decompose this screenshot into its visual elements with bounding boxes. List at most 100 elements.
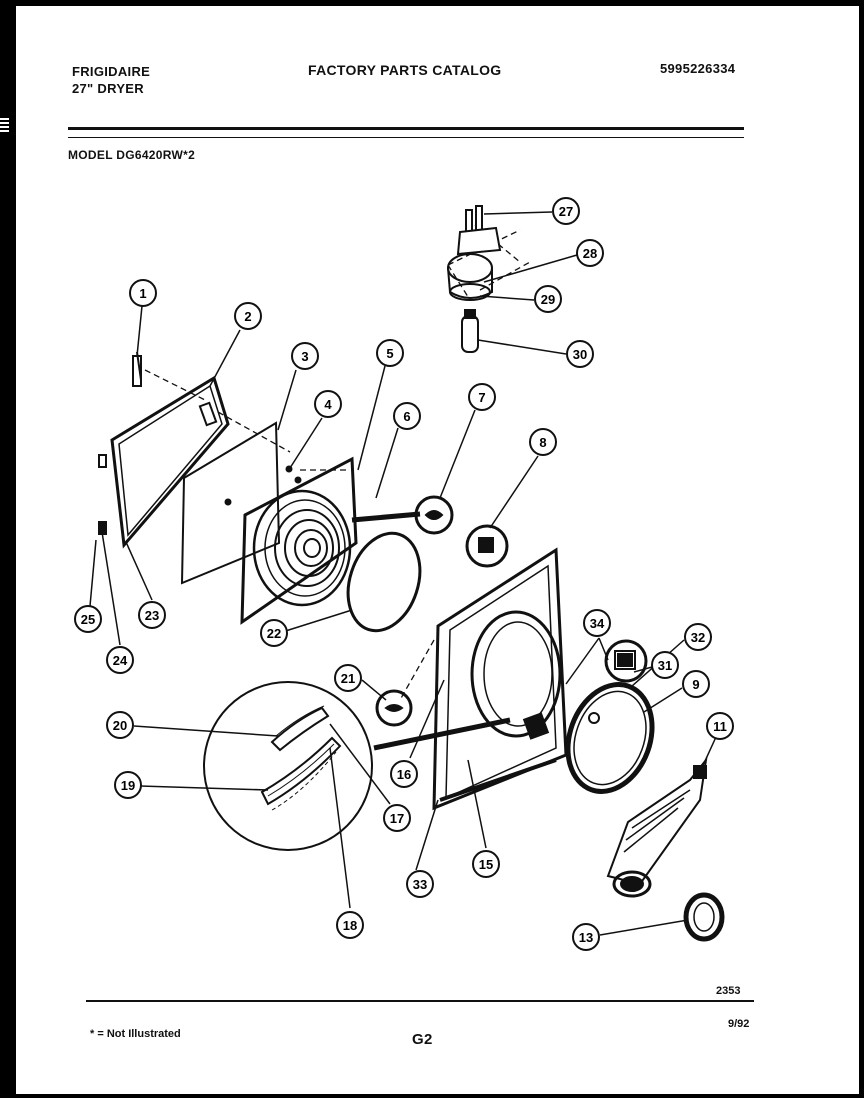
- callout-label: 3: [301, 349, 308, 364]
- callout-label: 22: [267, 626, 281, 641]
- callout-23: 23: [138, 601, 166, 629]
- product-name: 27" DRYER: [72, 81, 144, 96]
- callout-label: 8: [539, 435, 546, 450]
- callout-label: 1: [139, 286, 146, 301]
- callout-circle: [138, 601, 166, 629]
- callout-9: 9: [682, 670, 710, 698]
- page-number: G2: [412, 1031, 433, 1048]
- callout-label: 23: [145, 608, 159, 623]
- callout-circle: [529, 428, 557, 456]
- callout-label: 29: [541, 292, 555, 307]
- callout-label: 33: [413, 877, 427, 892]
- part-9-seal: [565, 682, 655, 794]
- callout-2: 2: [234, 302, 262, 330]
- callout-circle: [291, 342, 319, 370]
- callout-label: 32: [691, 630, 705, 645]
- detail-parts-17-20: [260, 705, 342, 811]
- scan-border-left: [0, 0, 16, 1098]
- catalog-title: FACTORY PARTS CATALOG: [308, 62, 502, 78]
- callout-label: 30: [573, 347, 587, 362]
- not-illustrated-legend: * = Not Illustrated: [90, 1028, 181, 1040]
- callout-circle: [472, 850, 500, 878]
- callout-17: 17: [383, 804, 411, 832]
- part-7-hinge: [414, 495, 454, 535]
- catalog-number: 5995226334: [660, 61, 736, 76]
- callout-layer: 1234567891113151617181920212223242527282…: [74, 197, 734, 951]
- callout-label: 18: [343, 918, 357, 933]
- callout-circle: [383, 804, 411, 832]
- part-22-ring: [346, 531, 422, 633]
- part-5-door-liner: [240, 456, 358, 625]
- brand-name: FRIGIDAIRE: [72, 64, 151, 79]
- callout-34: 34: [583, 609, 611, 637]
- part-3-inner-sheet: [180, 421, 281, 585]
- callout-25: 25: [74, 605, 102, 633]
- part-1-clip: [132, 351, 142, 387]
- callout-22: 22: [260, 619, 288, 647]
- callout-circle: [106, 711, 134, 739]
- callout-label: 4: [324, 397, 332, 412]
- callout-8: 8: [529, 428, 557, 456]
- callout-circle: [651, 651, 679, 679]
- part-27-30-switch-assembly: [447, 205, 502, 353]
- scan-border-top: [0, 0, 864, 6]
- detail-zoom-circle: [203, 681, 373, 851]
- callout-4: 4: [314, 390, 342, 418]
- part-31-bracket: [604, 639, 648, 683]
- callout-13: 13: [572, 923, 600, 951]
- callout-circle: [260, 619, 288, 647]
- callout-circle: [129, 279, 157, 307]
- callout-circle: [234, 302, 262, 330]
- callout-circle: [552, 197, 580, 225]
- callout-33: 33: [406, 870, 434, 898]
- callout-circle: [334, 664, 362, 692]
- drawing-number: 2353: [716, 985, 741, 997]
- callout-circle: [74, 605, 102, 633]
- callout-11: 11: [706, 712, 734, 740]
- callout-circle: [376, 339, 404, 367]
- callout-label: 25: [81, 612, 95, 627]
- callout-27: 27: [552, 197, 580, 225]
- callout-32: 32: [684, 623, 712, 651]
- callout-label: 6: [403, 409, 410, 424]
- callout-label: 13: [579, 930, 593, 945]
- callout-circle: [114, 771, 142, 799]
- callout-circle: [314, 390, 342, 418]
- callout-28: 28: [576, 239, 604, 267]
- callout-circle: [106, 646, 134, 674]
- callout-circle: [390, 760, 418, 788]
- callout-circle: [468, 383, 496, 411]
- scan-border-right: [859, 0, 864, 1098]
- callout-circle: [576, 239, 604, 267]
- callout-21: 21: [334, 664, 362, 692]
- callout-label: 5: [386, 346, 393, 361]
- callout-7: 7: [468, 383, 496, 411]
- callout-15: 15: [472, 850, 500, 878]
- callout-label: 28: [583, 246, 597, 261]
- model-number: MODEL DG6420RW*2: [68, 148, 196, 162]
- callout-30: 30: [566, 340, 594, 368]
- callout-19: 19: [114, 771, 142, 799]
- callout-16: 16: [390, 760, 418, 788]
- callout-circle: [684, 623, 712, 651]
- callout-20: 20: [106, 711, 134, 739]
- callout-6: 6: [393, 402, 421, 430]
- callout-24: 24: [106, 646, 134, 674]
- callout-circle: [566, 340, 594, 368]
- callout-label: 17: [390, 811, 404, 826]
- part-2-door-panel: [98, 375, 230, 549]
- callout-31: 31: [651, 651, 679, 679]
- callout-circle: [572, 923, 600, 951]
- callout-circle: [393, 402, 421, 430]
- callout-label: 24: [113, 653, 128, 668]
- callout-label: 34: [590, 616, 605, 631]
- header-rule-bottom: [68, 137, 744, 138]
- callout-label: 21: [341, 671, 355, 686]
- callout-circle: [534, 285, 562, 313]
- footer-rule: [86, 1000, 754, 1002]
- part-13-ring: [683, 892, 725, 942]
- scan-border-bottom: [0, 1094, 864, 1098]
- header-rule-top: [68, 127, 744, 130]
- callout-18: 18: [336, 911, 364, 939]
- callout-label: 15: [479, 857, 493, 872]
